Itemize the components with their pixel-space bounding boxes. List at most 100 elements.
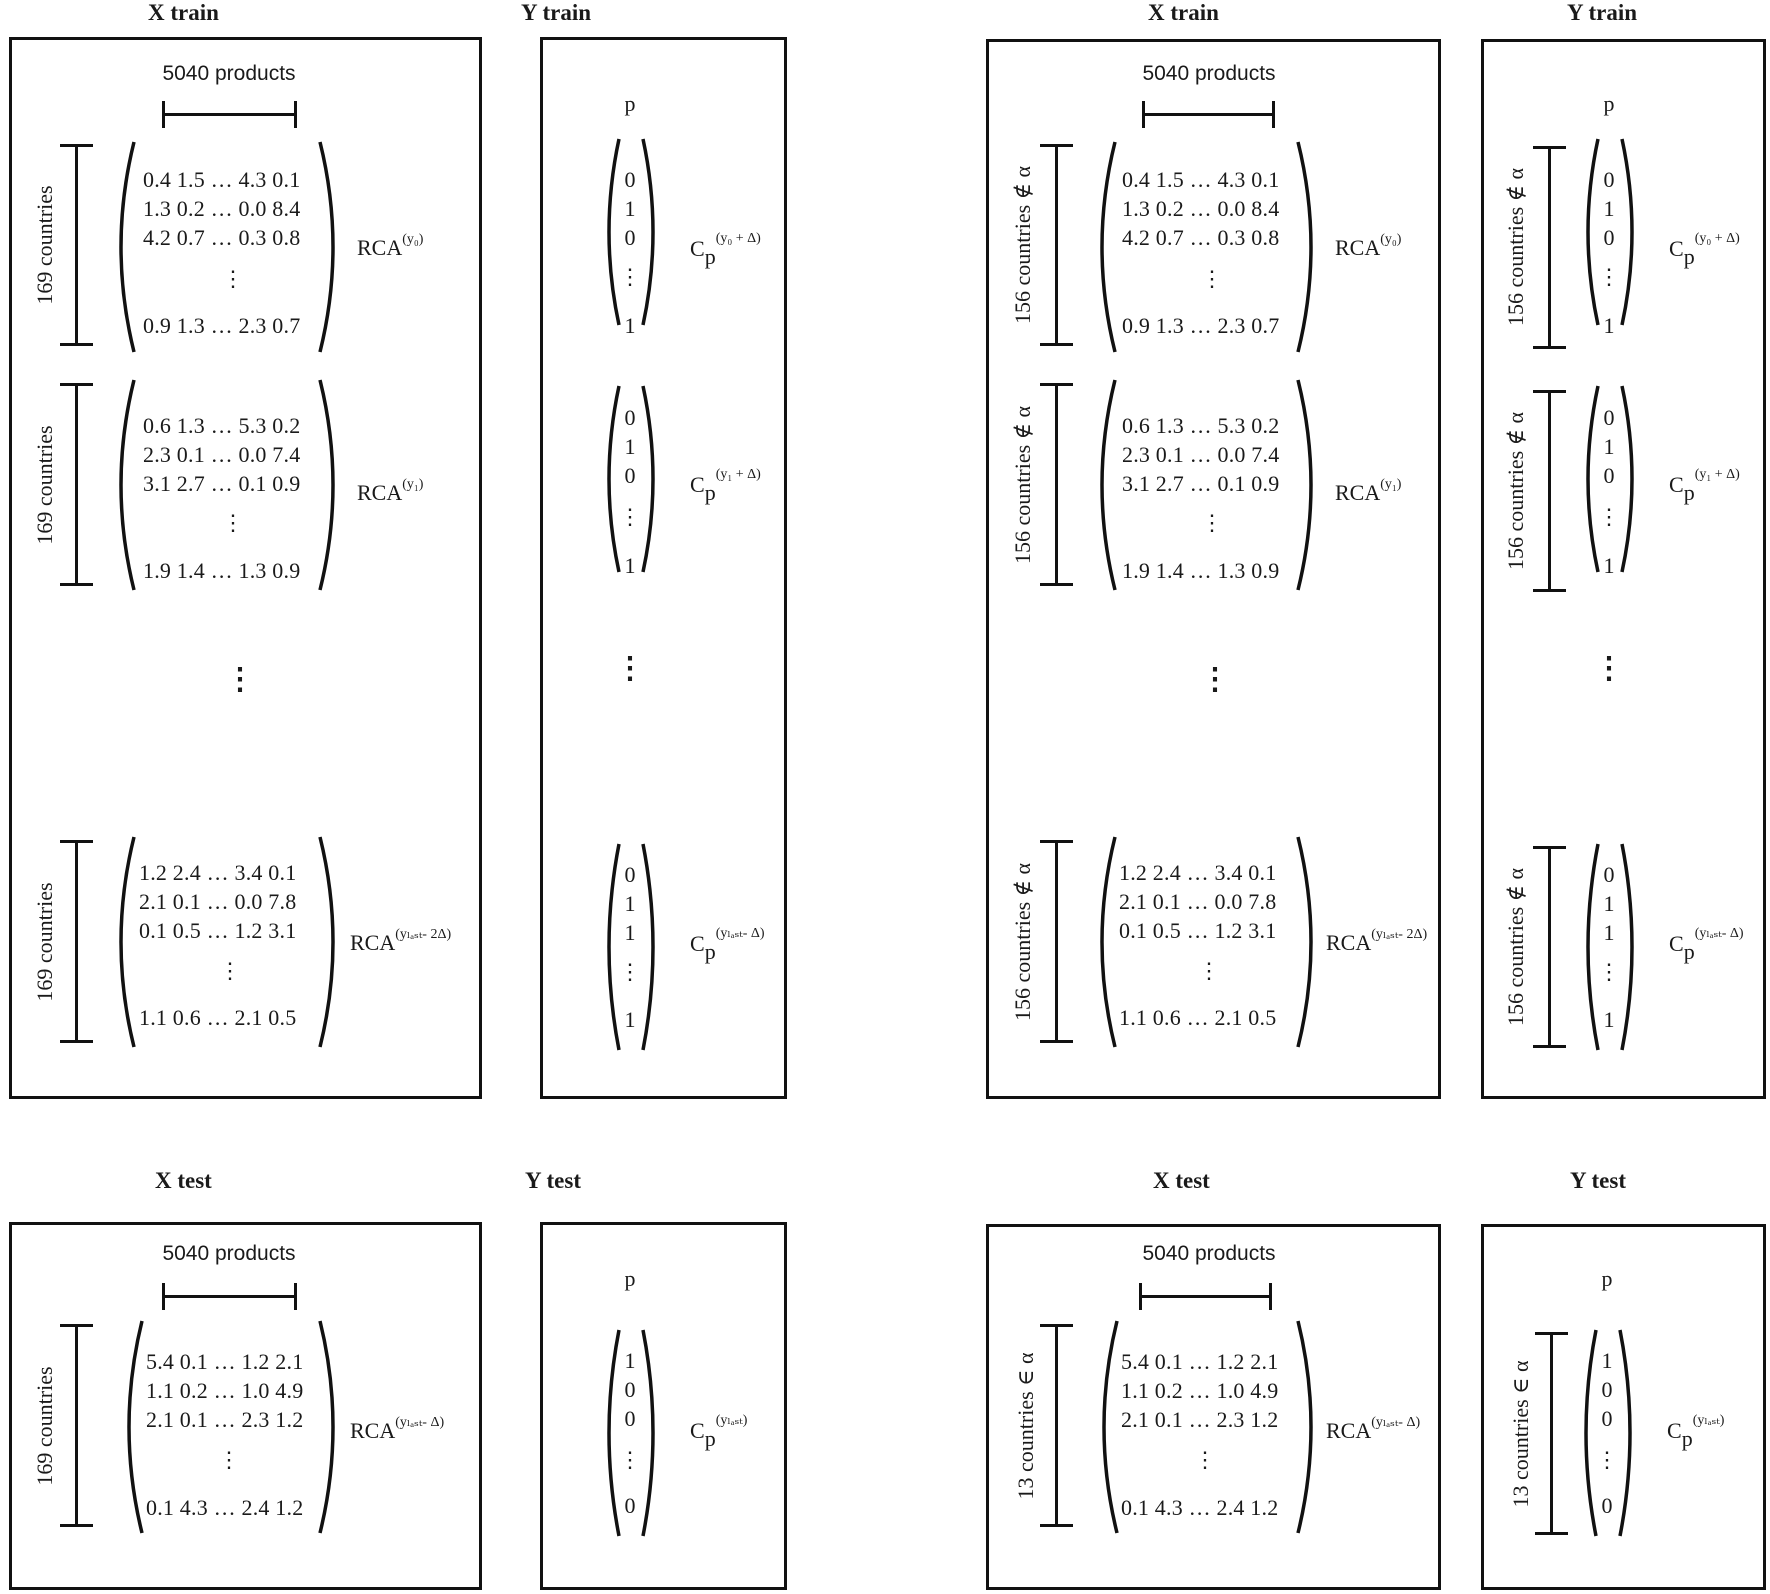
countries-label: 156 countries ∉ α: [1010, 863, 1035, 1021]
countries-label: 169 countries: [32, 1366, 57, 1486]
vector-value: 1: [1603, 434, 1615, 459]
countries-bracket: [1548, 146, 1551, 349]
matrix-left-paren: [127, 1320, 144, 1534]
matrix-row: 1.9 1.4 … 1.3 0.9: [1122, 558, 1280, 583]
countries-bracket: [1055, 383, 1058, 586]
vector-value: 1: [1603, 313, 1615, 338]
rca-label: RCA(y₁): [1335, 477, 1402, 505]
vector-value: 0: [624, 167, 636, 192]
matrix-vertical-dots: ⋮: [1198, 958, 1220, 983]
countries-bracket-top: [1040, 840, 1073, 843]
rca-label: RCA(yₗₐₛₜ- 2Δ): [350, 927, 452, 955]
matrix-row: 0.6 1.3 … 5.3 0.2: [143, 413, 301, 438]
vector-value: 0: [1603, 862, 1615, 887]
p-label: p: [624, 91, 636, 116]
countries-bracket-bottom: [1533, 1045, 1566, 1048]
rca-label: RCA(yₗₐₛₜ- Δ): [350, 1415, 445, 1443]
vector-value: 1: [624, 891, 636, 916]
matrix-row: 0.4 1.5 … 4.3 0.1: [1122, 167, 1280, 192]
countries-bracket-top: [60, 144, 93, 147]
matrix-row: 4.2 0.7 … 0.3 0.8: [143, 225, 301, 250]
cp-label: Cp(yₗₐₛₜ): [690, 1413, 748, 1451]
vector-right-paren: [641, 138, 655, 326]
countries-bracket-bottom: [60, 1524, 93, 1527]
vector-left-paren: [607, 385, 621, 573]
countries-bracket: [1548, 846, 1551, 1048]
y-train-panel-filtered: p 156 countries ∉ α 0 1 0 ⋮ 1 Cp(y₀ + Δ)…: [1481, 39, 1766, 1099]
matrix-row: 0.4 1.5 … 4.3 0.1: [143, 167, 301, 192]
vector-value: 0: [624, 862, 636, 887]
countries-bracket-bottom: [1533, 346, 1566, 349]
matrix-row: 1.9 1.4 … 1.3 0.9: [143, 558, 301, 583]
vector-value: 0: [1603, 225, 1615, 250]
matrix-left-paren: [1100, 836, 1117, 1048]
countries-bracket-top: [1040, 383, 1073, 386]
matrix-left-paren: [119, 836, 136, 1048]
countries-bracket-top: [60, 840, 93, 843]
countries-bracket-top: [1040, 144, 1073, 147]
x-test-panel: 5040 products 169 countries 5.4 0.1 … 1.…: [9, 1222, 482, 1590]
countries-bracket-top: [1535, 1332, 1568, 1335]
vector-value: 0: [624, 1406, 636, 1431]
matrix-right-paren: [1296, 1320, 1313, 1534]
vector-vertical-dots: ⋮: [619, 959, 641, 984]
vector-right-paren: [1618, 1329, 1632, 1537]
vector-left-paren: [607, 843, 621, 1051]
ellipsis-vertical: ⋮: [615, 652, 645, 685]
vector-right-paren: [1620, 138, 1634, 326]
p-label: p: [624, 1266, 636, 1291]
matrix-row: 4.2 0.7 … 0.3 0.8: [1122, 225, 1280, 250]
products-label: 5040 products: [1142, 1242, 1276, 1265]
vector-value: 1: [1603, 553, 1615, 578]
countries-bracket-bottom: [60, 583, 93, 586]
matrix-vertical-dots: ⋮: [1201, 266, 1223, 291]
countries-bracket-bottom: [60, 343, 93, 346]
products-label: 5040 products: [162, 1242, 296, 1265]
products-bracket: [1139, 1295, 1272, 1298]
cp-label: Cp(y₁ + Δ): [690, 467, 761, 505]
vector-left-paren: [1586, 843, 1600, 1051]
ellipsis-vertical: ⋮: [1200, 663, 1230, 696]
countries-label: 169 countries: [32, 882, 57, 1002]
p-label: p: [1603, 91, 1615, 116]
matrix-left-paren: [119, 141, 136, 353]
vector-vertical-dots: ⋮: [619, 504, 641, 529]
vector-value: 1: [1601, 1348, 1613, 1373]
matrix-left-paren: [119, 379, 136, 591]
matrix-row: 3.1 2.7 … 0.1 0.9: [143, 471, 301, 496]
vector-value: 0: [1603, 405, 1615, 430]
countries-label: 156 countries ∉ α: [1503, 412, 1528, 570]
x-test-title: X test: [155, 1168, 212, 1193]
matrix-row: 2.3 0.1 … 0.0 7.4: [143, 442, 301, 467]
matrix-right-paren: [318, 379, 335, 591]
matrix-row: 2.3 0.1 … 0.0 7.4: [1122, 442, 1280, 467]
rca-label: RCA(yₗₐₛₜ- 2Δ): [1326, 927, 1428, 955]
matrix-left-paren: [1100, 379, 1117, 591]
vector-value: 1: [624, 434, 636, 459]
matrix-row: 0.9 1.3 … 2.3 0.7: [143, 313, 301, 338]
x-train-title: X train: [148, 0, 219, 25]
vector-right-paren: [1620, 385, 1634, 573]
matrix-left-paren: [1102, 1320, 1119, 1534]
matrix-row: 1.3 0.2 … 0.0 8.4: [143, 196, 301, 221]
rca-label: RCA(yₗₐₛₜ- Δ): [1326, 1415, 1421, 1443]
vector-value: 1: [624, 313, 636, 338]
y-train-title: Y train: [1567, 0, 1638, 25]
products-bracket-left-tick: [1139, 1283, 1142, 1310]
x-train-panel: 5040 products 169 countries 0.4 1.5 … 4.…: [9, 37, 482, 1099]
vector-value: 1: [1603, 920, 1615, 945]
y-test-panel: p 1 0 0 ⋮ 0 Cp(yₗₐₛₜ): [540, 1222, 787, 1590]
matrix-row: 0.1 0.5 … 1.2 3.1: [139, 918, 297, 943]
products-bracket: [162, 1295, 297, 1298]
countries-label: 156 countries ∉ α: [1010, 406, 1035, 564]
countries-bracket: [1055, 1324, 1058, 1527]
countries-bracket: [1055, 840, 1058, 1043]
matrix-row: 2.1 0.1 … 2.3 1.2: [146, 1407, 304, 1432]
matrix-row: 1.1 0.2 … 1.0 4.9: [146, 1378, 304, 1403]
vector-vertical-dots: ⋮: [1598, 504, 1620, 529]
matrix-left-paren: [1100, 141, 1117, 353]
matrix-vertical-dots: ⋮: [222, 266, 244, 291]
countries-label: 13 countries ∈ α: [1508, 1360, 1533, 1508]
vector-value: 0: [1601, 1406, 1613, 1431]
products-bracket: [162, 113, 297, 116]
